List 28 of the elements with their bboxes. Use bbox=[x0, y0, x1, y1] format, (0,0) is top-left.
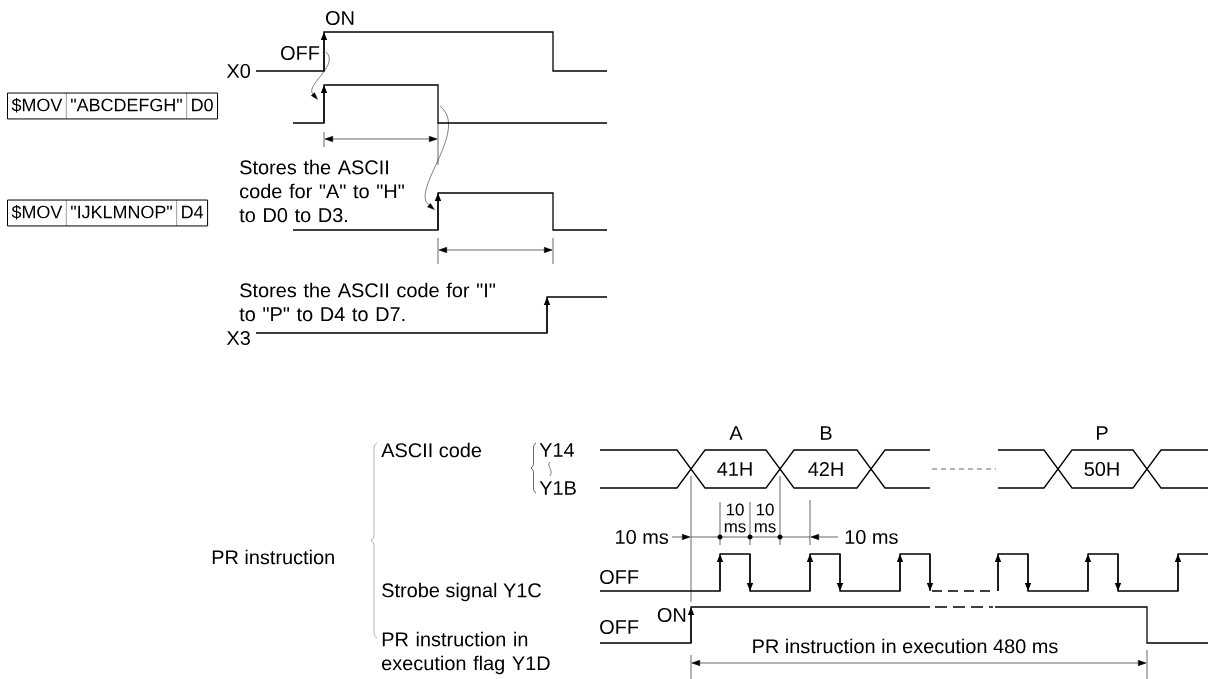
signal-label: ASCII code bbox=[381, 442, 482, 458]
time-label: PR instruction in execution 480 ms bbox=[753, 638, 1058, 654]
time-label: 10 ms bbox=[724, 503, 746, 533]
instruction-box: $MOV "IJKLMNOP" D4 bbox=[7, 199, 209, 227]
instruction-box: $MOV "ABCDEFGH" D0 bbox=[7, 92, 219, 120]
signal-label: Y14 bbox=[539, 443, 575, 457]
time-label: 10 ms bbox=[754, 503, 776, 533]
signal-label: Strobe signal Y1C bbox=[382, 582, 541, 602]
state-label: OFF bbox=[281, 45, 320, 61]
state-label: ON bbox=[657, 607, 686, 623]
character-label: P bbox=[1097, 426, 1108, 440]
signal-label: X0 bbox=[226, 63, 251, 79]
signal-label: X3 bbox=[226, 330, 250, 346]
signal-label: Y1B bbox=[539, 481, 576, 495]
time-label: 10 ms bbox=[616, 529, 669, 545]
group-label: PR instruction bbox=[212, 549, 334, 565]
code-value: 42H bbox=[808, 462, 843, 476]
character-label: B bbox=[821, 426, 832, 440]
signal-label: PR instruction in execution flag Y1D bbox=[382, 631, 550, 675]
state-label: OFF bbox=[600, 619, 639, 635]
state-label: OFF bbox=[600, 569, 639, 585]
note-text: Stores the ASCII code for "I" to "P" to D4 to D7. bbox=[239, 282, 495, 322]
note-text: Stores the ASCII code for "A" to "H" to D0 to D3. bbox=[239, 159, 404, 223]
state-label: ON bbox=[326, 10, 354, 26]
time-label: 10 ms bbox=[845, 529, 898, 545]
code-value: 50H bbox=[1084, 461, 1119, 477]
code-value: 41H bbox=[717, 462, 752, 476]
character-label: A bbox=[729, 426, 743, 440]
